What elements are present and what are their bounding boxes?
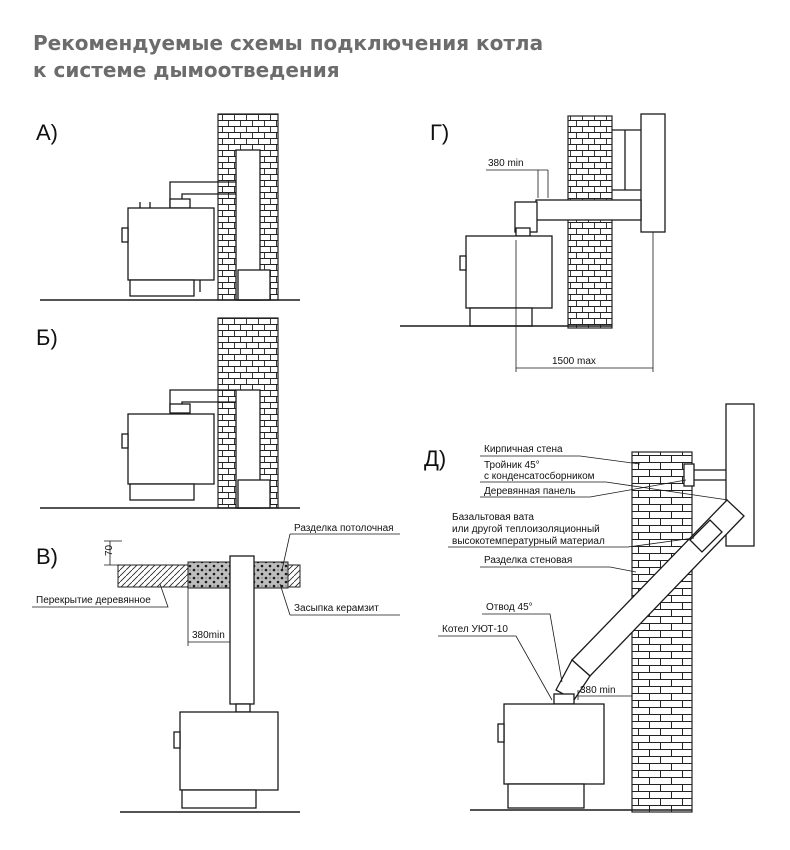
wall-bracket (612, 129, 641, 191)
boiler-door-handle (121, 227, 129, 243)
callout-wooden-floor-leader (32, 583, 169, 608)
dim-70-lines (104, 540, 122, 566)
boiler-door-handle (121, 433, 129, 449)
dim-380-lines (187, 588, 231, 646)
boiler-fittings (139, 202, 201, 292)
callout-wall-cut: Разделка стеновая (484, 555, 572, 566)
outer-chimney-tee (640, 113, 666, 233)
callout-wool-3: высокотемпературный материал (452, 536, 605, 547)
dim-70: 70 (104, 544, 115, 556)
callout-brick-wall: Кирпичная стена (484, 444, 563, 455)
dim-1500max: 1500 max (552, 356, 596, 367)
condensate-trap (237, 269, 271, 301)
scheme-v: В) 70 380min Разделка потолочная Перекры… (32, 523, 400, 813)
brick-wall (631, 451, 693, 813)
wooden-ceiling-left (117, 564, 189, 588)
dim-380min: 380 min (580, 685, 616, 696)
scheme-d: Д) 380 min Кирпичная стена Тройник 45° с… (424, 403, 755, 813)
boiler-door-handle (497, 723, 505, 743)
title-line-1: Рекомендуемые схемы подключения котла (33, 31, 544, 55)
dim-380min: 380min (192, 630, 225, 641)
flue-collar (515, 227, 531, 237)
callout-wall-cut-leader (480, 566, 637, 573)
bracket-plate (683, 463, 695, 487)
boiler-body (127, 207, 215, 281)
boiler-body (179, 711, 279, 791)
flue-collar (235, 703, 251, 713)
callout-clay-fill-leader (279, 583, 400, 616)
callout-ceiling-cut: Разделка потолочная (294, 523, 394, 534)
wooden-ceiling-right (287, 564, 301, 588)
callout-boiler: Котел УЮТ-10 (442, 624, 508, 635)
boiler-ashpan (181, 789, 257, 809)
dim-380-lines (577, 690, 632, 700)
brick-wall (567, 115, 613, 329)
flue-collar (169, 403, 191, 414)
flue-pipe (229, 555, 255, 705)
callout-wool-1: Базальтовая вата (452, 512, 534, 523)
callout-wool-2: или другой теплоизоляционный (452, 524, 600, 535)
callout-wooden-floor: Перекрытие деревянное (36, 595, 151, 606)
callout-tee-leader (480, 481, 729, 501)
flue-collar (553, 693, 575, 705)
dim-380-lines (486, 169, 549, 198)
scheme-d-label: Д) (424, 446, 446, 471)
callout-wood-panel-leader (480, 479, 687, 498)
scheme-v-label: В) (36, 544, 58, 569)
callout-boiler-leader (438, 635, 553, 701)
callout-tee-1: Тройник 45° (484, 460, 540, 471)
dim-380min: 380 min (488, 158, 524, 169)
clay-fill-right (253, 561, 289, 589)
boiler-ashpan (469, 307, 533, 327)
dim-1500-lines (515, 232, 654, 372)
scheme-a: А) (36, 113, 300, 301)
boiler-body (127, 413, 215, 485)
boiler-door-handle (459, 255, 467, 271)
boiler-body (465, 235, 553, 309)
boiler-ashpan (129, 279, 195, 297)
flue-collar (169, 198, 191, 209)
boiler-door-handle (173, 731, 181, 749)
scheme-b-label: Б) (36, 325, 58, 350)
callout-tee-2: с конденсатосборником (484, 470, 595, 482)
callout-wool-leader (448, 537, 695, 548)
clay-fill-left (187, 561, 231, 589)
callout-wood-panel: Деревянная панель (484, 486, 576, 497)
condensate-trap (237, 479, 271, 509)
wall-bracket (692, 469, 726, 481)
scheme-a-label: А) (36, 120, 58, 145)
scheme-b: Б) (36, 317, 300, 509)
callout-brick-wall-leader (480, 455, 641, 465)
boiler-body (503, 703, 605, 785)
callout-bend-leader (482, 613, 563, 683)
boiler-ashpan (507, 783, 585, 809)
wall-sleeve (689, 519, 723, 553)
scheme-g-label: Г) (430, 120, 449, 145)
callout-ceiling-cut-leader (281, 533, 400, 571)
scheme-g: Г) 380 min 1500 max (400, 113, 666, 372)
horizontal-flue (535, 199, 642, 221)
callout-bend: Отвод 45° (486, 602, 533, 613)
page-title: Рекомендуемые схемы подключения котла к … (33, 30, 543, 84)
boiler-ashpan (129, 483, 195, 501)
callout-clay-fill: Засыпка керамзит (294, 603, 379, 614)
title-line-2: к системе дымоотведения (33, 58, 340, 82)
